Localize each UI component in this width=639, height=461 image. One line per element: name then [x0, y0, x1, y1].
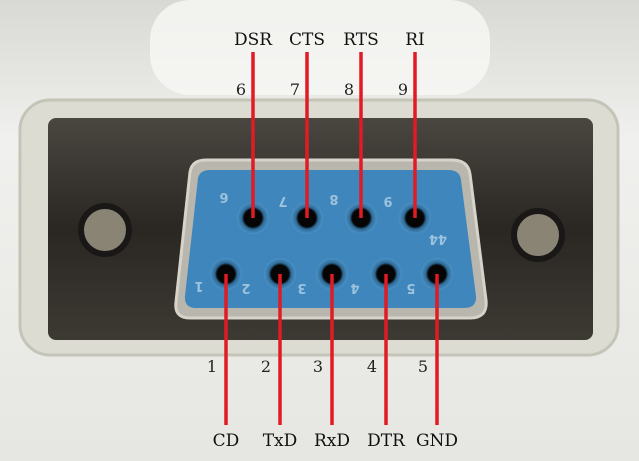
- screw-hole-left: [78, 203, 132, 257]
- molded-mark: 1: [194, 278, 203, 293]
- signal-label-gnd: GND: [416, 431, 458, 451]
- pin-number-9: 9: [398, 80, 408, 99]
- molded-mark: 7: [278, 193, 287, 208]
- pin-number-4: 4: [367, 357, 377, 376]
- pin-number-3: 3: [313, 357, 323, 376]
- molded-mark: 3: [297, 280, 306, 295]
- pin-number-8: 8: [344, 80, 354, 99]
- pin-number-2: 2: [261, 357, 271, 376]
- molded-mark: 2: [241, 280, 250, 295]
- screw-hole-right: [511, 208, 565, 262]
- signal-label-rxd: RxD: [314, 431, 350, 451]
- signal-label-cd: CD: [213, 431, 240, 451]
- signal-label-dsr: DSR: [234, 30, 273, 50]
- pin-number-1: 1: [207, 357, 217, 376]
- signal-label-cts: CTS: [289, 30, 325, 50]
- pin-number-6: 6: [236, 80, 246, 99]
- signal-label-dtr: DTR: [367, 431, 406, 451]
- pin-number-5: 5: [418, 357, 428, 376]
- molded-mark: 5: [406, 280, 415, 295]
- molded-mark: 44: [429, 231, 447, 246]
- molded-mark: 9: [383, 193, 392, 208]
- molded-mark: 4: [350, 280, 359, 295]
- signal-label-rts: RTS: [343, 30, 379, 50]
- pin-number-7: 7: [290, 80, 300, 99]
- signal-label-txd: TxD: [263, 431, 298, 451]
- signal-label-ri: RI: [405, 30, 425, 50]
- molded-mark: 6: [219, 189, 228, 204]
- molded-mark: 8: [329, 191, 338, 206]
- cable-blur: [150, 0, 490, 95]
